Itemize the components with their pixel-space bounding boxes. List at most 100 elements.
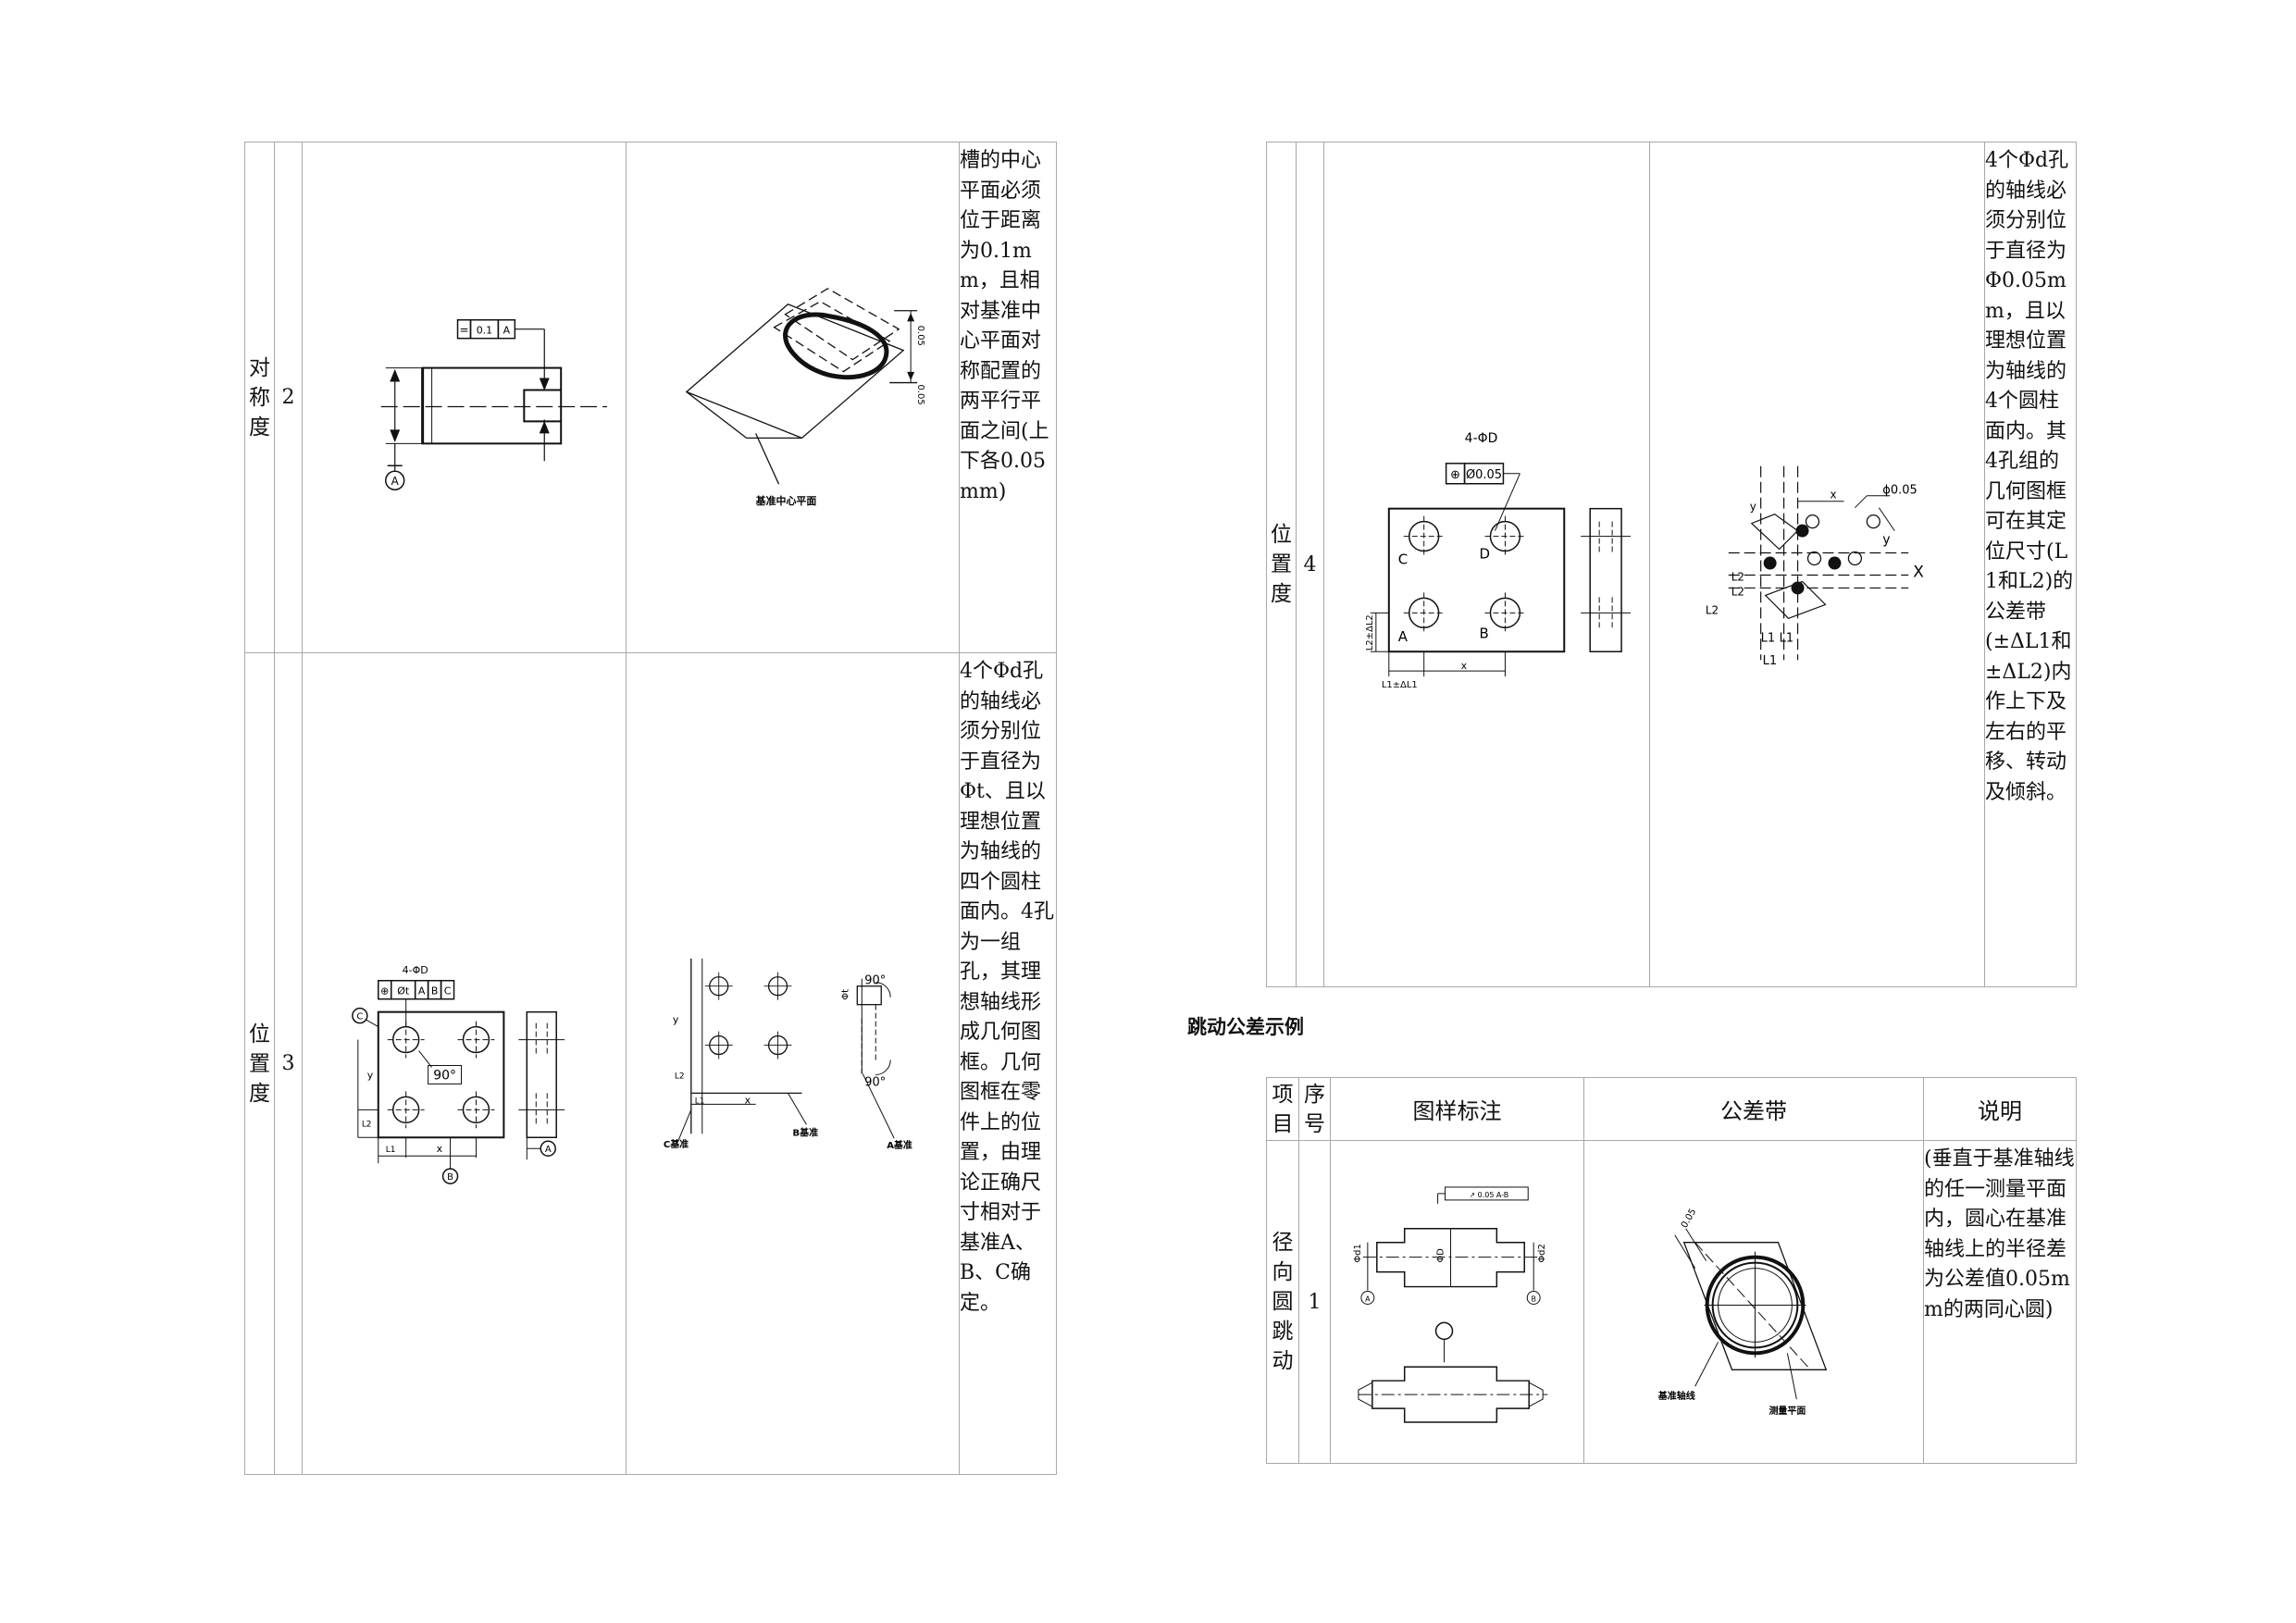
position-drawing: 4-ΦD ⊕ Øt A B C 90° C B A y x L1 L2	[352, 964, 565, 1184]
b-ref-label: B基准	[793, 1126, 819, 1138]
hole-b-label: B	[1480, 625, 1489, 641]
header-item: 项目	[1266, 1077, 1299, 1141]
runout-zone-drawing: 0.05 基准轴线 测量平面	[1657, 1207, 1828, 1417]
tolerance-label: 0.05	[1680, 1207, 1699, 1230]
header-row: 项目 序号 图样标注 公差带 说明	[1266, 1077, 2077, 1141]
l2-label: L2	[362, 1120, 372, 1129]
l2-label: L2	[675, 1072, 685, 1081]
symmetry-drawing: = 0.1 A A	[380, 318, 608, 490]
frame-label: ↗ 0.05 A-B	[1469, 1191, 1508, 1199]
hole-a-label: A	[1398, 628, 1409, 645]
angle-bottom-label: 90°	[864, 1075, 886, 1089]
datum-label: A	[391, 475, 400, 488]
frame-symbol: =	[459, 324, 468, 337]
drawing-cell: = 0.1 A A	[302, 142, 627, 653]
runout-drawing: ↗ 0.05 A-B Φd1 ΦD Φd2 A B	[1353, 1186, 1547, 1423]
frame-value: Ø0.05	[1466, 468, 1502, 482]
table-row: 对称度 2	[244, 142, 1057, 653]
item-number: 4	[1296, 142, 1324, 987]
position-zone-drawing: C基准 B基准 A基准 90° 90° Φt y x L1 L2	[664, 958, 912, 1151]
hole-d-label: D	[1480, 546, 1491, 563]
zone-cell: C基准 B基准 A基准 90° 90° Φt y x L1 L2	[626, 652, 960, 1475]
description: 槽的中心平面必须位于距离为0.1mm，且相对基准中心平面对称配置的两平行平面之间…	[959, 142, 1057, 653]
angle-label: 90°	[433, 1068, 456, 1083]
zone-cell: 0.05 0.05 基准中心平面	[626, 142, 960, 653]
item-name: 位置度	[1271, 523, 1292, 606]
frame-datum: A	[503, 325, 511, 337]
symmetry-zone-drawing: 0.05 0.05 基准中心平面	[685, 288, 925, 507]
drawing-cell: ↗ 0.05 A-B Φd1 ΦD Φd2 A B	[1330, 1140, 1584, 1464]
item-name-cell: 对称度	[244, 142, 275, 653]
table-row: 位置度 4	[1266, 142, 2077, 987]
x-label: x	[437, 1143, 443, 1155]
item-name-cell: 位置度	[244, 652, 275, 1475]
item-name: 位置度	[249, 1022, 270, 1106]
drawing-cell: 4-ΦD ⊕ Ø0.05 C D A B x L1±ΔL1 L2±ΔL2	[1323, 142, 1650, 987]
tolerance-lower: 0.05	[915, 385, 925, 405]
l1-dim-label: L1±ΔL1	[1382, 680, 1418, 690]
frame-value: 0.1	[477, 325, 492, 337]
l1-label-b: L1	[1780, 631, 1793, 645]
l1-label-a: L1	[1761, 631, 1775, 645]
item-number: 1	[1298, 1140, 1331, 1464]
header-drawing: 图样标注	[1330, 1077, 1584, 1141]
datum-b-label: B	[447, 1172, 453, 1183]
item-name: 径向圆跳动	[1272, 1231, 1294, 1373]
section-title: 跳动公差示例	[1187, 1017, 1304, 1038]
frame-value: Øt	[397, 985, 410, 997]
y-label: y	[367, 1069, 374, 1081]
frame-symbol: ⊕	[380, 985, 389, 997]
frame-datum-c: C	[444, 985, 452, 997]
right-table: 位置度 4	[1266, 142, 2077, 987]
l2-dim-label: L2±ΔL2	[1365, 614, 1375, 650]
header-zone: 公差带	[1583, 1077, 1924, 1141]
description: 4个Φd孔的轴线必须分别位于直径为Φ0.05mm，且以理想位置为轴线的4个圆柱面…	[1984, 142, 2077, 987]
datum-b-label: B	[1531, 1295, 1535, 1304]
header-number: 序号	[1298, 1077, 1331, 1141]
phi-label: Φt	[840, 989, 850, 1000]
measure-plane-caption: 测量平面	[1769, 1405, 1806, 1417]
table-row: 位置度 3	[244, 652, 1057, 1475]
position-zone-drawing-4: ϕ0.05 x y X y L1 L1 L1 L2 L2 L2	[1706, 465, 1924, 668]
item-number: 3	[274, 652, 303, 1475]
runout-table: 项目 序号 图样标注 公差带 说明 径向圆跳动 1	[1266, 1077, 2077, 1464]
holes-label: 4-ΦD	[1465, 431, 1498, 446]
position-drawing-4: 4-ΦD ⊕ Ø0.05 C D A B x L1±ΔL1 L2±ΔL2	[1365, 431, 1632, 690]
y-axis-label: y	[1882, 533, 1890, 548]
phi-label: ϕ0.05	[1882, 484, 1917, 498]
l2-label-b: L2	[1731, 585, 1744, 598]
zone-cell: ϕ0.05 x y X y L1 L1 L1 L2 L2 L2	[1649, 142, 1985, 987]
datum-plane-caption: 基准中心平面	[755, 494, 817, 507]
holes-label: 4-ΦD	[403, 964, 428, 976]
x-label: x	[745, 1094, 751, 1106]
frame-symbol: ⊕	[1450, 468, 1460, 482]
y-small-label: y	[1750, 501, 1756, 514]
angle-top-label: 90°	[864, 974, 886, 988]
l1-label: L1	[386, 1146, 396, 1155]
y-label: y	[673, 1014, 679, 1026]
frame-datum-a: A	[418, 985, 426, 997]
datum-a-label: A	[545, 1145, 552, 1155]
zone-cell: 0.05 基准轴线 测量平面	[1583, 1140, 1924, 1464]
l2-label-c: L2	[1706, 603, 1719, 616]
item-name: 对称度	[249, 355, 270, 440]
datum-a-label: A	[1365, 1295, 1371, 1304]
drawing-cell: 4-ΦD ⊕ Øt A B C 90° C B A y x L1 L2	[302, 652, 627, 1475]
x-small-label: x	[1830, 489, 1836, 502]
x-axis-label: X	[1913, 562, 1924, 580]
d2-label: Φd2	[1537, 1244, 1547, 1263]
l1-label-c: L1	[1763, 654, 1777, 668]
table-row: 径向圆跳动 1	[1266, 1140, 2077, 1464]
l1-label: L1	[695, 1096, 705, 1106]
tolerance-upper: 0.05	[915, 326, 925, 346]
header-note: 说明	[1923, 1077, 2077, 1141]
hole-c-label: C	[1398, 551, 1408, 568]
d-label: ΦD	[1436, 1248, 1446, 1263]
datum-c-label: C	[356, 1012, 363, 1022]
a-ref-label: A基准	[887, 1139, 912, 1151]
item-name-cell: 径向圆跳动	[1266, 1140, 1299, 1464]
x-label: x	[1461, 660, 1468, 672]
item-number: 2	[274, 142, 303, 653]
l2-label-a: L2	[1731, 570, 1744, 583]
item-name-cell: 位置度	[1266, 142, 1297, 987]
